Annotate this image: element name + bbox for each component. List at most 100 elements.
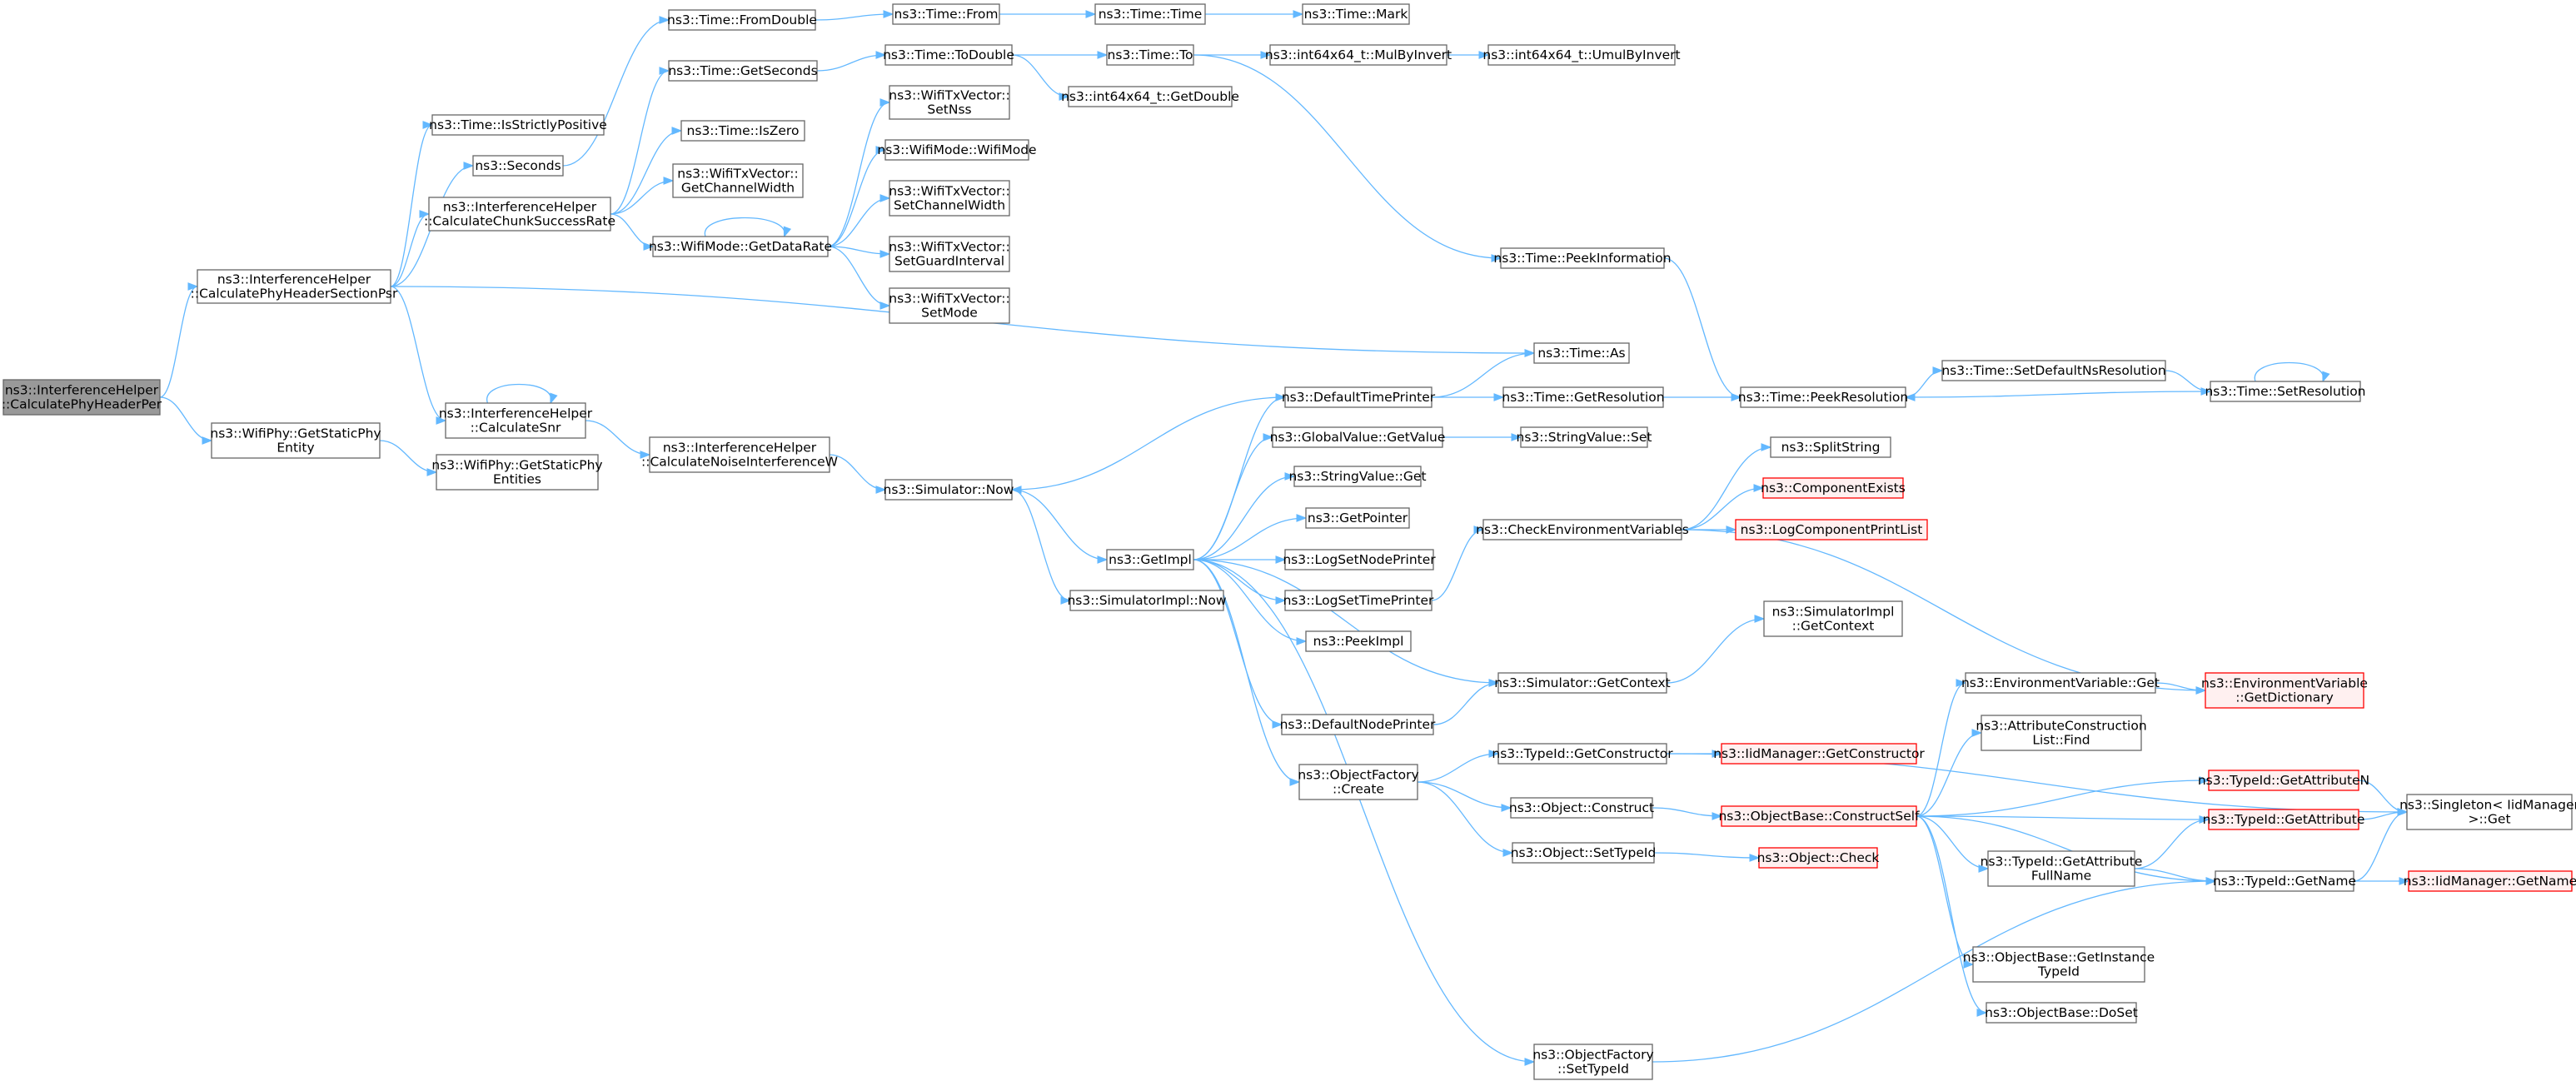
node-setResolution[interactable]: ns3::Time::SetResolution — [2205, 381, 2366, 402]
node-setChannelWidth[interactable]: ns3::WifiTxVector::SetChannelWidth — [889, 180, 1010, 217]
edge-getImpl-to-logSetTimePrinter-arrowhead — [1275, 596, 1287, 605]
node-logComponentPrintList[interactable]: ns3::LogComponentPrintList — [1735, 519, 1928, 540]
node-stringValueSet[interactable]: ns3::StringValue::Set — [1517, 426, 1652, 448]
node-globalValueGet[interactable]: ns3::GlobalValue::GetValue — [1270, 426, 1446, 448]
edge-globalValueGet-to-stringValueSet-arrowhead — [1511, 433, 1522, 441]
node-isZero[interactable]: ns3::Time::IsZero — [680, 120, 805, 142]
node-getDouble[interactable]: ns3::int64x64_t::GetDouble — [1061, 86, 1239, 107]
node-noise[interactable]: ns3::InterferenceHelper::CalculateNoiseI… — [641, 436, 838, 473]
node-defaultNodePrinter[interactable]: ns3::DefaultNodePrinter — [1280, 714, 1436, 735]
node-setGuardInterval[interactable]: ns3::WifiTxVector::SetGuardInterval — [889, 236, 1010, 272]
node-label: ns3::StringValue::Get — [1288, 469, 1426, 484]
node-box — [1520, 426, 1648, 448]
node-checkEnv[interactable]: ns3::CheckEnvironmentVariables — [1476, 519, 1689, 540]
node-fromDouble[interactable]: ns3::Time::FromDouble — [667, 9, 817, 31]
node-simGetContext[interactable]: ns3::Simulator::GetContext — [1494, 672, 1671, 694]
node-label: ns3::TypeId::GetName — [2213, 874, 2356, 889]
node-getAttributeN[interactable]: ns3::TypeId::GetAttributeN — [2198, 770, 2369, 791]
node-label: ns3::WifiMode::GetDataRate — [649, 239, 832, 254]
node-timeTo[interactable]: ns3::Time::To — [1106, 44, 1194, 66]
node-label: ns3::WifiTxVector:: — [677, 166, 798, 181]
edge-getImpl-to-logSetNodePrinter-arrowhead — [1275, 555, 1287, 564]
node-iidGetConstructor[interactable]: ns3::IidManager::GetConstructor — [1713, 743, 1925, 765]
node-getSeconds[interactable]: ns3::Time::GetSeconds — [668, 60, 818, 82]
node-getAttribute[interactable]: ns3::TypeId::GetAttribute — [2203, 809, 2365, 830]
node-simNow[interactable]: ns3::Simulator::Now — [884, 479, 1014, 501]
node-getImpl[interactable]: ns3::GetImpl — [1106, 549, 1194, 570]
node-objFactoryCreate[interactable]: ns3::ObjectFactory::Create — [1298, 764, 1419, 800]
node-seconds[interactable]: ns3::Seconds — [472, 155, 564, 177]
node-timeFrom[interactable]: ns3::Time::From — [892, 3, 1000, 25]
node-psr[interactable]: ns3::InterferenceHelper::CalculatePhyHea… — [191, 269, 398, 304]
self-loop-snr — [486, 383, 552, 404]
node-box — [1510, 797, 1653, 819]
node-chunk[interactable]: ns3::InterferenceHelper::CalculateChunkS… — [424, 197, 615, 232]
edge-getImpl-to-globalValueGet-arrowhead — [1263, 433, 1274, 441]
node-wifiMode[interactable]: ns3::WifiMode::WifiMode — [877, 139, 1037, 161]
node-label: ns3::Time::GetSeconds — [668, 63, 817, 78]
node-mulByInvert[interactable]: ns3::int64x64_t::MulByInvert — [1265, 44, 1452, 66]
node-stringValueGet[interactable]: ns3::StringValue::Get — [1288, 466, 1427, 487]
edge-checkEnv-to-componentExists-arrowhead — [1753, 484, 1765, 492]
node-snr[interactable]: ns3::InterferenceHelper::CalculateSnr — [439, 402, 593, 439]
node-label: ns3::WifiTxVector:: — [889, 183, 1009, 198]
node-label: ns3::WifiMode::WifiMode — [877, 142, 1036, 157]
node-peekResolution[interactable]: ns3::Time::PeekResolution — [1738, 386, 1908, 408]
node-componentExists[interactable]: ns3::ComponentExists — [1761, 477, 1906, 499]
node-label: ns3::Time::PeekResolution — [1738, 390, 1908, 405]
node-umulByInvert[interactable]: ns3::int64x64_t::UmulByInvert — [1482, 44, 1681, 66]
self-loop-snr-arrowhead — [550, 392, 558, 405]
node-setDefaultNsRes[interactable]: ns3::Time::SetDefaultNsResolution — [1941, 360, 2166, 381]
node-isStrictlyPositive[interactable]: ns3::Time::IsStrictlyPositive — [429, 114, 607, 136]
node-defaultTimePrinter[interactable]: ns3::DefaultTimePrinter — [1282, 386, 1436, 408]
node-ofSetTypeId[interactable]: ns3::ObjectFactory::SetTypeId — [1532, 1044, 1654, 1080]
node-iidGetName[interactable]: ns3::IidManager::GetName — [2404, 870, 2576, 892]
node-setMode[interactable]: ns3::WifiTxVector::SetMode — [889, 287, 1010, 324]
node-box — [2406, 794, 2573, 830]
node-objConstruct[interactable]: ns3::Object::Construct — [1509, 797, 1654, 819]
node-timeAs[interactable]: ns3::Time::As — [1533, 342, 1630, 364]
node-timeMark[interactable]: ns3::Time::Mark — [1302, 3, 1410, 25]
node-box — [1487, 44, 1676, 66]
node-doSet[interactable]: ns3::ObjectBase::DoSet — [1985, 1002, 2138, 1024]
node-logSetNodePrinter[interactable]: ns3::LogSetNodePrinter — [1283, 549, 1436, 570]
edge-root-to-getStaticEntity — [159, 396, 212, 441]
node-getPointer[interactable]: ns3::GetPointer — [1305, 507, 1410, 529]
node-typeIdGetName[interactable]: ns3::TypeId::GetName — [2213, 870, 2356, 892]
node-simImplGetContext[interactable]: ns3::SimulatorImpl::GetContext — [1763, 600, 1903, 637]
node-root[interactable]: ns3::InterferenceHelper::CalculatePhyHea… — [2, 379, 162, 416]
node-singletonGet[interactable]: ns3::Singleton< IidManager >::Get — [2399, 794, 2576, 830]
node-toDouble[interactable]: ns3::Time::ToDouble — [883, 44, 1014, 66]
edge-chunk-to-getSeconds-arrowhead — [659, 67, 670, 75]
node-logSetTimePrinter[interactable]: ns3::LogSetTimePrinter — [1283, 590, 1434, 611]
node-label: TypeId — [2037, 964, 2080, 979]
node-simImplNow[interactable]: ns3::SimulatorImpl::Now — [1067, 590, 1227, 611]
edge-peekResolution-to-setDefaultNsRes — [1905, 370, 1943, 398]
edge-getImpl-to-objFactoryCreate-arrowhead — [1289, 778, 1301, 786]
node-box — [668, 9, 816, 31]
node-getChannelWidth[interactable]: ns3::WifiTxVector::GetChannelWidth — [672, 163, 804, 198]
node-objSetTypeId[interactable]: ns3::Object::SetTypeId — [1511, 842, 1657, 864]
node-peekInformation[interactable]: ns3::Time::PeekInformation — [1493, 247, 1672, 269]
node-getResolution[interactable]: ns3::Time::GetResolution — [1502, 386, 1665, 408]
node-timeTime[interactable]: ns3::Time::Time — [1094, 3, 1206, 25]
node-envVarGet[interactable]: ns3::EnvironmentVariable::Get — [1961, 672, 2160, 694]
node-splitString[interactable]: ns3::SplitString — [1770, 436, 1891, 458]
node-label: ::CalculatePhyHeaderSectionPsr — [191, 286, 398, 301]
node-getDataRate[interactable]: ns3::WifiMode::GetDataRate — [649, 236, 832, 257]
node-constructSelf[interactable]: ns3::ObjectBase::ConstructSelf — [1718, 805, 1920, 827]
node-peekImpl[interactable]: ns3::PeekImpl — [1305, 630, 1412, 652]
node-box — [1284, 590, 1432, 611]
node-getConstructor[interactable]: ns3::TypeId::GetConstructor — [1492, 743, 1673, 765]
node-setNss[interactable]: ns3::WifiTxVector::SetNss — [889, 85, 1010, 120]
node-envVarGetDict[interactable]: ns3::EnvironmentVariable::GetDictionary — [2201, 672, 2368, 709]
node-label: ns3::int64x64_t::UmulByInvert — [1482, 47, 1680, 63]
node-label: ns3::Seconds — [475, 158, 561, 173]
node-objCheck[interactable]: ns3::Object::Check — [1757, 847, 1880, 869]
edge-constructSelf-to-doSet-arrowhead — [1976, 1009, 1988, 1017]
